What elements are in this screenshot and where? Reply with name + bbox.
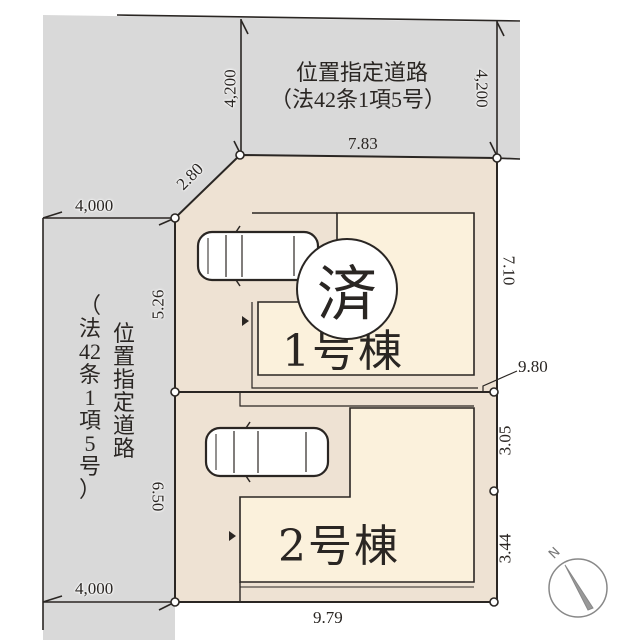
entrance-arrow-1 [242,316,249,326]
boundary-markers [170,150,502,607]
dim-right-lot1: 7.10 [499,255,519,286]
left-road-legal: （ 法 42 条 1 項 5 号 ） [78,293,101,502]
car-icon [204,421,330,483]
road-area [43,15,520,640]
dim-left-lot2: 6.50 [148,481,168,512]
dim-left-lot1: 5.26 [148,289,168,320]
sold-badge: 済 [296,238,398,340]
dim-top-edge: 7.83 [348,134,378,153]
dim-top-road-width-right: 4,200 [472,69,492,108]
building-2-label: 2号棟 [278,521,400,572]
road-lines [42,14,521,630]
north-compass-icon [548,558,608,618]
dim-bottom-edge: 9.79 [313,608,343,627]
dim-right-lot2-upper: 3.05 [495,425,515,456]
dim-top-road-width-left: 4,200 [220,69,240,108]
top-road-legal: （法42条1項5号） [269,87,446,112]
dim-left-road-width-top: 4,000 [75,196,114,215]
dim-left-road-width-bottom: 4,000 [75,579,114,598]
top-road-name: 位置指定道路 [295,60,428,85]
dim-right-lot2-lower: 3.44 [495,533,515,564]
left-road-name: 位 置 指 定 道 路 [112,321,135,461]
dim-divider-right: 9.80 [518,357,548,376]
entrance-arrow-2 [229,531,236,541]
